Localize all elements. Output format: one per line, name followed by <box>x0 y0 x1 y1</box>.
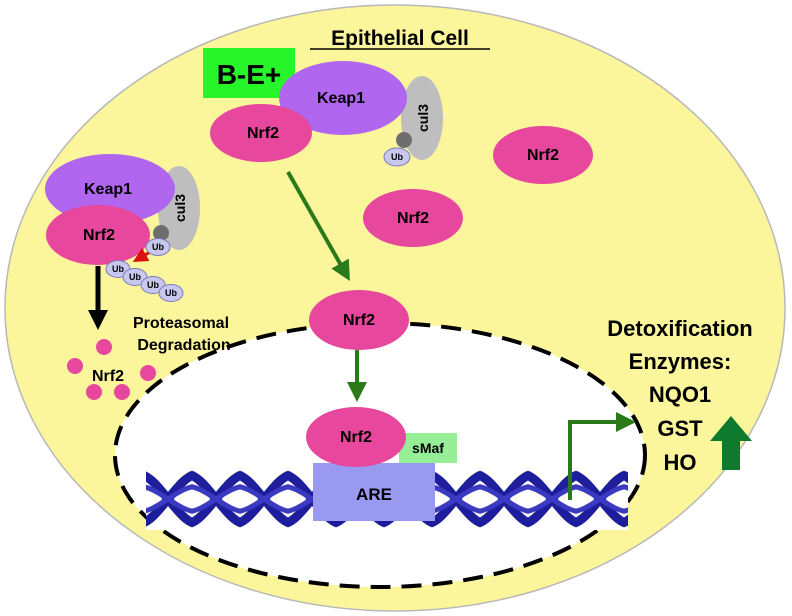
output-title-line2: Enzymes: <box>629 349 732 374</box>
nuclear-nrf2-shape <box>306 407 406 467</box>
nuclear-nrf2-label: Nrf2 <box>340 429 372 446</box>
left-ub-label-4: Ub <box>147 280 159 290</box>
left-ub-tag-3 <box>122 268 148 286</box>
degradation-label-line2: Degradation <box>137 337 230 354</box>
left-ub-label-1: Ub <box>152 242 164 252</box>
smaf-box <box>399 433 457 463</box>
nrf2-fragment-1 <box>96 339 112 355</box>
left-ub-label-5: Ub <box>165 288 177 298</box>
release-arrow <box>286 171 350 281</box>
left-nrf2-label: Nrf2 <box>83 227 115 244</box>
are-box <box>313 463 435 521</box>
free-nrf2-right-label: Nrf2 <box>527 147 559 164</box>
left-ub-tag-1 <box>145 238 171 256</box>
enzyme-ho: HO <box>664 450 697 475</box>
free-nrf2-middle-label: Nrf2 <box>397 210 429 227</box>
smaf-label: sMaf <box>412 440 444 456</box>
cell-title: Epithelial Cell <box>331 27 469 50</box>
enzyme-nqo1: NQO1 <box>649 382 711 407</box>
nrf2-fragment-3 <box>140 365 156 381</box>
nrf2-fragment-2 <box>67 358 83 374</box>
nrf2-fragment-5 <box>114 384 130 400</box>
left-ub-label-3: Ub <box>129 272 141 282</box>
left-keap1-label: Keap1 <box>84 181 132 198</box>
top-nrf2-shape <box>210 104 312 162</box>
be-label: B-E+ <box>217 59 282 90</box>
degradation-label-line1: Proteasomal <box>133 315 229 332</box>
left-adaptor-dot <box>153 225 169 241</box>
moving-nrf2-label: Nrf2 <box>343 312 375 329</box>
left-ub-tag-5 <box>158 284 184 302</box>
top-keap1-complex: cul3 Ub Keap1 Nrf2 <box>210 61 443 167</box>
left-ub-label-2: Ub <box>112 264 124 274</box>
top-cul3-label: cul3 <box>415 104 431 132</box>
left-keap1-complex: cul3 Keap1 Nrf2 Ub Ub Ub Ub Ub <box>45 154 200 302</box>
left-cul3-label: cul3 <box>172 194 188 222</box>
left-nrf2-shape <box>46 205 150 265</box>
top-nrf2-label: Nrf2 <box>247 125 279 142</box>
nrf2-fragment-4 <box>86 384 102 400</box>
left-ub-tag-4 <box>140 276 166 294</box>
left-keap1-shape <box>45 154 175 224</box>
moving-nrf2-shape <box>309 290 409 350</box>
are-label: ARE <box>356 485 392 504</box>
top-keap1-shape <box>279 61 407 135</box>
upregulation-arrow <box>710 416 752 470</box>
top-ub-label: Ub <box>391 152 403 162</box>
free-nrf2-right-shape <box>493 126 593 184</box>
output-title-line1: Detoxification <box>607 316 752 341</box>
enzyme-gst: GST <box>657 416 703 441</box>
top-ub-tag <box>383 147 411 167</box>
be-box <box>203 48 295 98</box>
free-nrf2-middle-shape <box>363 189 463 247</box>
top-adaptor-dot <box>396 132 412 148</box>
nrf2-fragments-label: Nrf2 <box>92 368 124 385</box>
top-keap1-label: Keap1 <box>317 90 365 107</box>
transcription-arrow <box>568 412 636 500</box>
